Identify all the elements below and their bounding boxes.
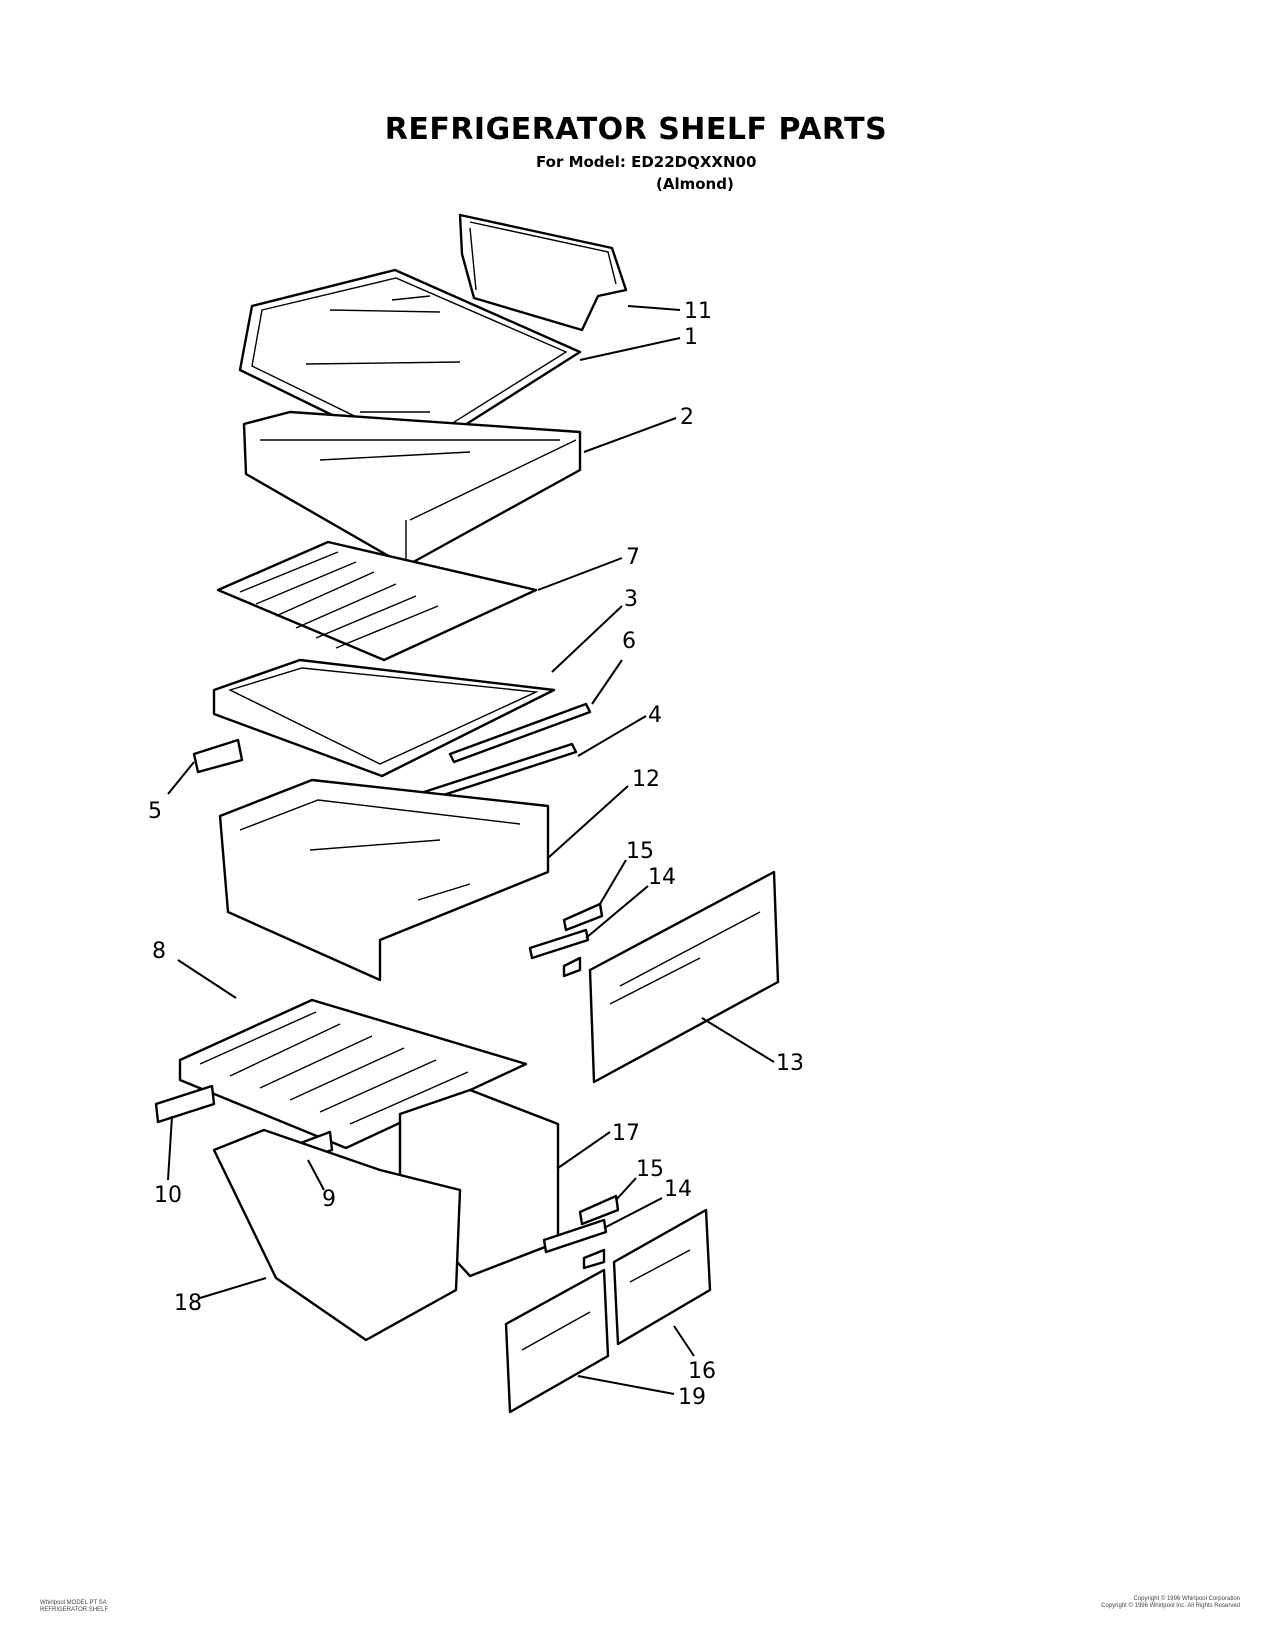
part-13-drawer-front bbox=[588, 870, 780, 1084]
part-18-pan bbox=[212, 1128, 462, 1342]
callout-5: 5 bbox=[148, 799, 162, 824]
part-16-drawer-front bbox=[612, 1208, 712, 1346]
callout-18: 18 bbox=[174, 1291, 202, 1316]
callout-10: 10 bbox=[154, 1183, 182, 1208]
callout-14-top: 14 bbox=[648, 865, 676, 890]
part-3-frame bbox=[212, 658, 556, 778]
callout-13: 13 bbox=[776, 1051, 804, 1076]
footer-left-line1: Whirlpool MODEL PT SA bbox=[40, 1600, 107, 1606]
callout-12: 12 bbox=[632, 767, 660, 792]
part-15-14-slides-top bbox=[528, 902, 604, 978]
callout-8: 8 bbox=[152, 939, 166, 964]
callout-17: 17 bbox=[612, 1121, 640, 1146]
part-2-crisper bbox=[242, 410, 582, 568]
callout-15-top: 15 bbox=[626, 839, 654, 864]
model-line: For Model: ED22DQXXN00 bbox=[536, 153, 757, 171]
part-10-rail bbox=[154, 1084, 216, 1124]
callout-14-bottom: 14 bbox=[664, 1177, 692, 1202]
callout-6: 6 bbox=[622, 629, 636, 654]
callout-2: 2 bbox=[680, 405, 694, 430]
part-19-drawer-front bbox=[504, 1268, 610, 1414]
footer-right: Copyright © 1996 Whirlpool Corporation C… bbox=[1020, 1596, 1240, 1610]
part-15-14-slides-bottom bbox=[542, 1194, 620, 1270]
leader-lines bbox=[167, 305, 775, 1395]
callout-labels: 11 1 2 7 3 6 4 5 12 15 14 13 8 10 9 17 1… bbox=[148, 299, 804, 1410]
callout-1: 1 bbox=[684, 325, 698, 350]
callout-4: 4 bbox=[648, 703, 662, 728]
part-1-glass-shelf bbox=[238, 268, 582, 458]
callout-7: 7 bbox=[626, 545, 640, 570]
callout-9: 9 bbox=[322, 1187, 336, 1212]
footer-left: Whirlpool MODEL PT SA REFRIGERATOR SHELF bbox=[40, 1600, 200, 1614]
callout-3: 3 bbox=[624, 587, 638, 612]
part-11-bin bbox=[458, 213, 628, 332]
page-title: REFRIGERATOR SHELF PARTS bbox=[384, 112, 888, 147]
callout-16: 16 bbox=[688, 1359, 716, 1384]
callout-19: 19 bbox=[678, 1385, 706, 1410]
part-5-rail bbox=[192, 738, 244, 774]
callout-15-bottom: 15 bbox=[636, 1157, 664, 1182]
callout-11: 11 bbox=[684, 299, 712, 324]
footer-right-line2: Copyright © 1996 Whirlpool Inc. All Righ… bbox=[1101, 1603, 1240, 1609]
part-7-panel bbox=[216, 540, 538, 662]
footer-left-line2: REFRIGERATOR SHELF bbox=[40, 1607, 109, 1613]
part-12-pan bbox=[218, 778, 550, 982]
footer-right-line1: Copyright © 1996 Whirlpool Corporation bbox=[1133, 1596, 1240, 1602]
color-line: (Almond) bbox=[656, 175, 734, 193]
